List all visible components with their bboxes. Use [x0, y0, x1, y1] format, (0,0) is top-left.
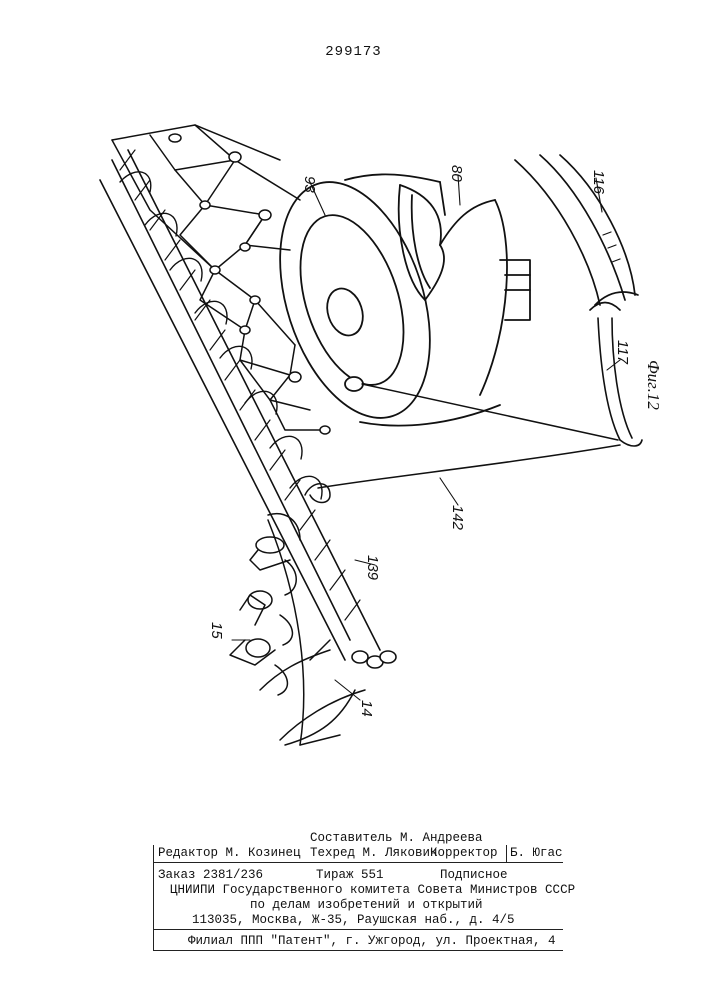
rule-middle — [153, 929, 563, 930]
rule-corrector — [506, 845, 507, 862]
corrector-label: Корректор — [430, 846, 498, 860]
techeditor-line: Техред М. Лякович — [310, 846, 438, 860]
subscription-line: Подписное — [440, 868, 508, 882]
corrector-name: Б. Югас — [510, 846, 563, 860]
org-line-1: ЦНИИПИ Государственного комитета Совета … — [170, 883, 575, 897]
branch-line: Филиал ППП "Патент", г. Ужгород, ул. Про… — [188, 934, 556, 948]
rule-top — [153, 862, 563, 863]
org-line-2: по делам изобретений и открытий — [250, 898, 483, 912]
circulation-line: Тираж 551 — [316, 868, 384, 882]
rule-left — [153, 845, 154, 950]
editor-line: Редактор М. Козинец — [158, 846, 301, 860]
order-line: Заказ 2381/236 — [158, 868, 263, 882]
rule-bottom — [153, 950, 563, 951]
compiler-line: Составитель М. Андреева — [310, 831, 483, 845]
address-line: 113035, Москва, Ж-35, Раушская наб., д. … — [192, 913, 515, 927]
